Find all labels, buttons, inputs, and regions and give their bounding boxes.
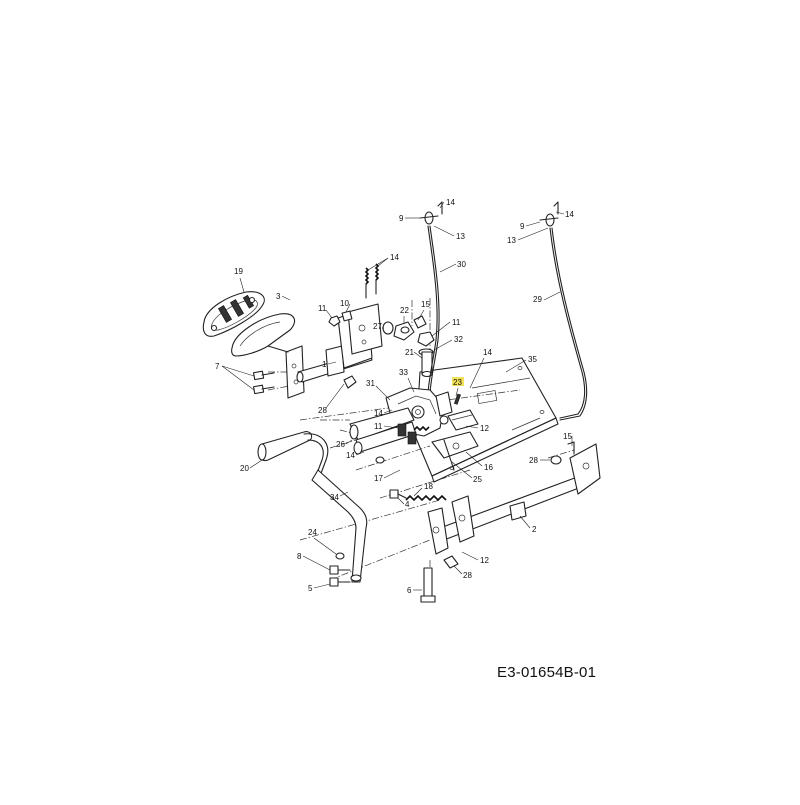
nut-and-spacer	[328, 310, 353, 327]
callout-label: 15	[563, 432, 572, 441]
callout-label: 19	[234, 267, 243, 276]
callout-label: 14	[483, 348, 492, 357]
callout-label: 30	[457, 260, 466, 269]
callout-label: 2	[532, 525, 537, 534]
callout-label: 12	[480, 424, 489, 433]
right-bracket	[550, 441, 601, 495]
callout-label-highlighted: 23	[453, 378, 462, 387]
callout-label: 13	[456, 232, 465, 241]
bell-crank	[349, 407, 430, 464]
callout-label: 22	[400, 306, 409, 315]
callout-label: 11	[452, 318, 461, 327]
callout-label: 35	[528, 355, 537, 364]
callout-label: 34	[330, 493, 339, 502]
pedal-pad	[202, 291, 265, 337]
control-rod-30	[419, 201, 443, 393]
callouts: 1 2 3 4 5 6 7 8 9 9 10 11 1	[215, 198, 574, 595]
callout-label: 9	[520, 222, 525, 231]
callout-label: 1	[322, 360, 327, 369]
callout-label: 6	[407, 586, 412, 595]
callout-label: 14	[565, 210, 574, 219]
callout-label: 25	[473, 475, 482, 484]
callout-label: 21	[405, 348, 414, 357]
return-spring	[389, 489, 447, 502]
spring-pair-14	[364, 263, 380, 299]
callout-label: 13	[507, 236, 516, 245]
callout-highlight	[452, 377, 464, 386]
arm-hardware	[329, 552, 351, 587]
callout-label: 15	[421, 300, 430, 309]
control-rod-29	[539, 201, 588, 421]
pivot-hardware	[382, 315, 427, 341]
center-stack	[417, 331, 435, 378]
callout-label: 7	[215, 362, 220, 371]
cross-shaft	[427, 475, 586, 555]
callout-label: 26	[336, 440, 345, 449]
callout-label: 14	[446, 198, 455, 207]
callout-label: 8	[297, 552, 302, 561]
callout-label: 32	[454, 335, 463, 344]
callout-label: 28	[529, 456, 538, 465]
arm-34	[311, 469, 368, 583]
bolt-6	[420, 567, 436, 603]
pivot-plate	[431, 431, 479, 471]
callout-label: 17	[374, 474, 383, 483]
clips	[343, 375, 459, 569]
callout-label: 20	[240, 464, 249, 473]
callout-label: 31	[366, 379, 375, 388]
callout-label: 14	[390, 253, 399, 262]
callout-label: 18	[424, 482, 433, 491]
callout-label: 27	[373, 322, 382, 331]
pedal-bracket	[231, 313, 305, 399]
callout-label: 28	[463, 571, 472, 580]
callout-label: 33	[399, 368, 408, 377]
callout-label: 5	[308, 584, 313, 593]
pedal-arm-20	[257, 431, 329, 477]
callout-label: 10	[340, 299, 349, 308]
callout-label: 11	[318, 304, 327, 313]
shaft	[296, 303, 383, 383]
callout-label: 14	[346, 451, 355, 460]
callout-label: 24	[308, 528, 317, 537]
callout-label: 12	[480, 556, 489, 565]
callout-label: 28	[318, 406, 327, 415]
bolt-pair-7	[252, 370, 275, 395]
callout-label: 29	[533, 295, 542, 304]
callout-label: 4	[405, 500, 410, 509]
callout-label: 16	[484, 463, 493, 472]
document-code: E3-01654B-01	[497, 664, 597, 681]
callout-label: 9	[399, 214, 404, 223]
callout-label: 3	[276, 292, 281, 301]
callout-label: 14	[374, 409, 383, 418]
callout-label: 11	[374, 422, 383, 431]
